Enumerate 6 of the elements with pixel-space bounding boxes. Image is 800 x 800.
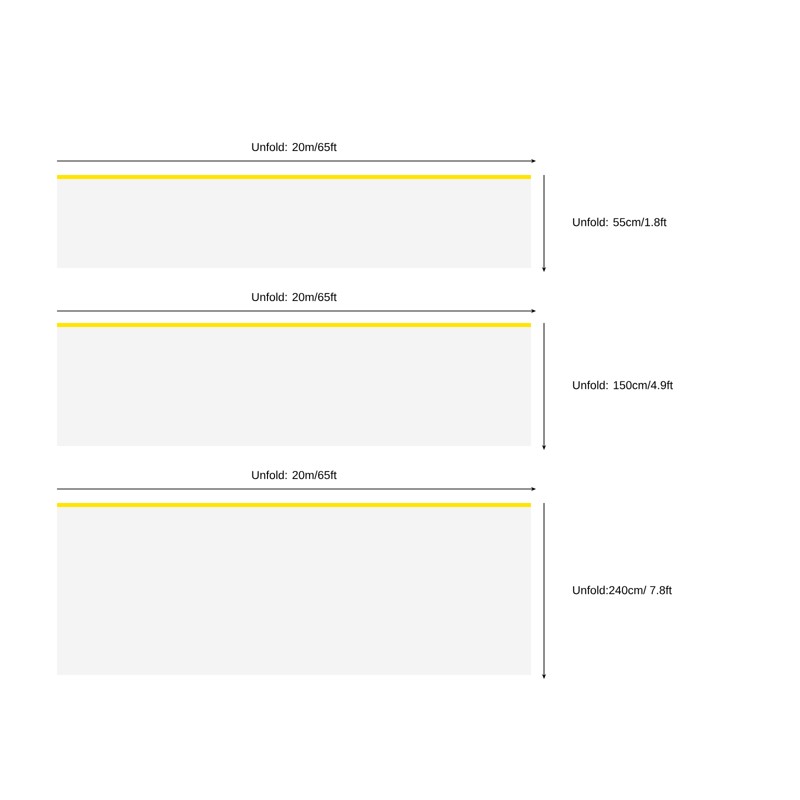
dimension-label: Unfold: 20m/65ft: [252, 142, 337, 152]
dimension-label: Unfold:240cm/ 7.8ft: [573, 586, 672, 594]
dimension-label: Unfold: 55cm/1.8ft: [573, 218, 666, 226]
dimension-label: Unfold: 150cm/4.9ft: [573, 380, 673, 390]
dimension-label: Unfold: 20m/65ft: [252, 470, 337, 480]
dimension-label: Unfold: 20m/65ft: [252, 292, 337, 302]
